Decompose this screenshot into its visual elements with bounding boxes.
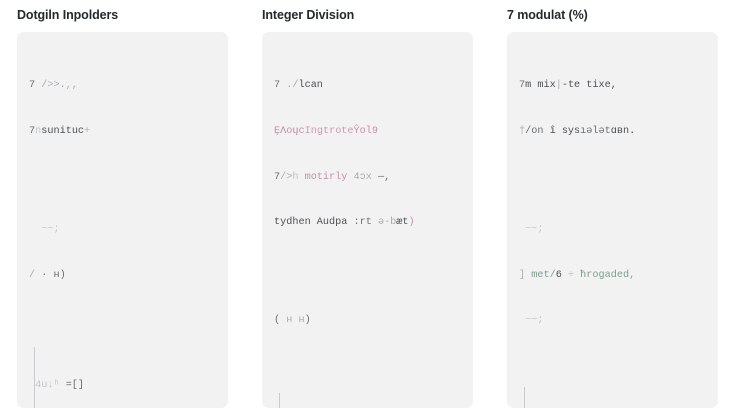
column-2: Integer Division 7 ./lcan ȨΛoųcIngtroteŶ… [245, 0, 490, 420]
spacer [29, 313, 218, 332]
column-3-code-card: 7m mix|-te tixe, †/on î sysıələtɑвn. ~~;… [507, 32, 718, 408]
code-block-intro: 7m mix|-te tixe, †/on î sysıələtɑвn. [519, 80, 636, 138]
indent-guide [524, 386, 525, 408]
spacer [274, 359, 463, 378]
code-block-signature: ~~; / · н) [29, 224, 66, 281]
column-2-heading: Integer Division [262, 8, 355, 22]
code-block-signature: ~~; ] met/6 ÷ ħrogaded, ~~; [519, 224, 636, 327]
code-block-signature: ( н н) [274, 315, 311, 327]
indent-guide [34, 347, 35, 408]
column-1-code-card: 7 />>.,, 7nsunituc+ ~~; / · н) 4u↓ʰ =[] … [17, 32, 228, 408]
spacer [274, 261, 463, 283]
spacer [519, 359, 708, 372]
column-1: Dotgiln Inpolders 7 />>.,, 7nsunituc+ ~~… [0, 0, 245, 420]
column-3-heading: 7 modulat (%) [507, 8, 588, 22]
code-block-intro: 7 ./lcan ȨΛoųcIngtroteŶol9 7/>h motirly … [274, 80, 415, 229]
column-2-code-card: 7 ./lcan ȨΛoųcIngtroteŶol9 7/>h motirly … [262, 32, 473, 408]
code-block-body-1: nnt; =] f ↔ɔ 2 = 4,/T гnərs, mə, mimolɑv… [274, 378, 463, 408]
column-3: 7 modulat (%) 7m mix|-te tixe, †/on î sy… [490, 0, 735, 420]
spacer [29, 170, 218, 192]
spacer [519, 170, 708, 192]
indent-guide [279, 392, 280, 408]
code-block-body: 4u↓ʰ =[] f sigelons ə/ t sə, ditecossyir… [29, 332, 218, 408]
column-1-heading: Dotgiln Inpolders [17, 8, 119, 22]
code-block-body: f f 319, cay ldine/13, ıivedeɑг 2≤1, rai… [519, 372, 708, 408]
code-block-intro: 7 />>.,, 7nsunituc+ [29, 80, 91, 138]
